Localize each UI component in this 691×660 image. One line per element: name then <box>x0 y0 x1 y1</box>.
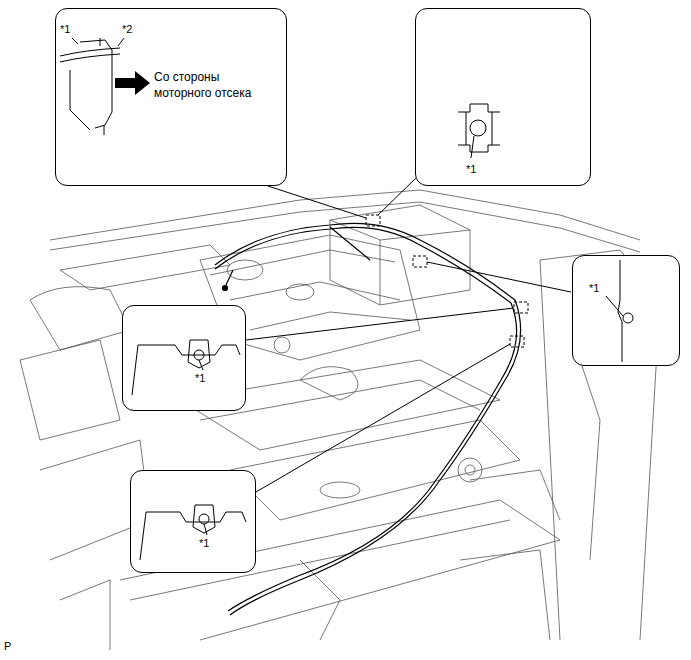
callout-number: *1 <box>199 537 209 550</box>
callout-number: *1 <box>466 163 476 176</box>
inset-box: *1 <box>130 470 256 573</box>
callout-number: *1 <box>60 23 70 36</box>
figure-code: P <box>4 640 11 652</box>
inset-box: *1 *2 Со стороны моторного отсека <box>55 8 287 186</box>
inset-box: *1 <box>122 305 246 411</box>
inset-box: *1 <box>572 255 680 366</box>
callout-number: *1 <box>195 372 205 385</box>
callout-number: *1 <box>589 282 599 295</box>
callout-number: *2 <box>122 23 132 36</box>
inset-box: *1 <box>415 8 591 186</box>
direction-note: Со стороны моторного отсека <box>154 69 272 101</box>
